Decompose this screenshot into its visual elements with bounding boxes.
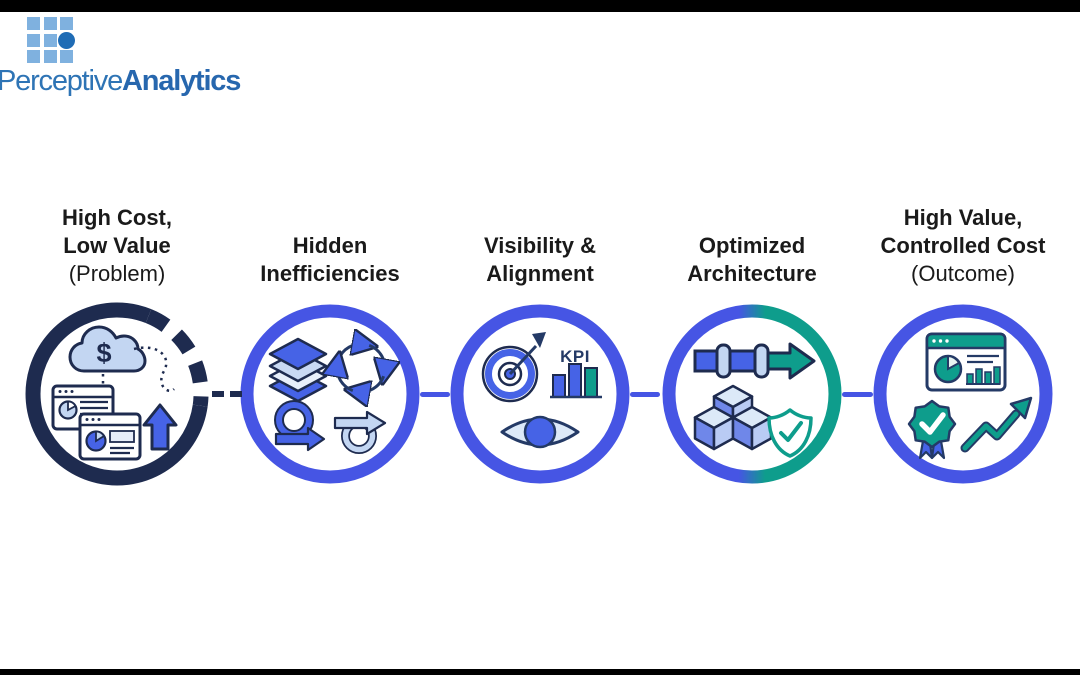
step-problem: High Cost, Low Value (Problem) $ bbox=[7, 196, 227, 487]
report-window-front-icon bbox=[78, 412, 142, 461]
logo-square bbox=[43, 17, 57, 30]
shield-check-icon bbox=[767, 408, 813, 458]
brand-logo: PerceptiveAnalytics bbox=[0, 12, 300, 112]
step-label-line: Hidden bbox=[292, 233, 368, 258]
step-hidden-inefficiencies: Hidden Inefficiencies bbox=[220, 196, 440, 484]
dotted-curve bbox=[133, 346, 175, 392]
up-arrow-icon bbox=[142, 403, 178, 451]
step-visibility-alignment: Visibility & Alignment KPI bbox=[430, 196, 650, 484]
gradient-ring bbox=[662, 304, 842, 484]
dashboard-icon bbox=[925, 332, 1007, 392]
target-dart-icon bbox=[481, 332, 546, 403]
logo-square bbox=[60, 50, 73, 63]
letterbox-top bbox=[0, 0, 1080, 12]
step-label-line: Alignment bbox=[486, 261, 594, 286]
logo-square bbox=[43, 33, 57, 47]
step-label-line: Inefficiencies bbox=[260, 261, 400, 286]
blue-ring bbox=[873, 304, 1053, 484]
kpi-bar-chart-icon: KPI bbox=[550, 347, 602, 399]
connector-problem-hidden bbox=[212, 391, 242, 397]
dollar-sign: $ bbox=[96, 338, 111, 368]
step-outcome-label: High Value, Controlled Cost (Outcome) bbox=[853, 196, 1073, 288]
optimized-architecture-circle bbox=[662, 304, 842, 484]
cubes-icon bbox=[693, 384, 773, 451]
sprint-loop-icon bbox=[274, 400, 326, 452]
connector-hidden-visibility bbox=[420, 391, 450, 397]
logo-square bbox=[60, 17, 73, 30]
hidden-inefficiencies-circle bbox=[240, 304, 420, 484]
step-label-line: Optimized bbox=[698, 233, 806, 258]
visibility-alignment-circle: KPI bbox=[450, 304, 630, 484]
step-visibility-alignment-label: Visibility & Alignment bbox=[430, 196, 650, 288]
problem-circle: $ bbox=[25, 302, 209, 486]
sprint-loop-light-icon bbox=[333, 410, 387, 454]
cloud-dollar-icon: $ bbox=[68, 325, 147, 373]
letterbox-bottom bbox=[0, 669, 1080, 675]
step-label-line: Visibility & bbox=[483, 233, 597, 258]
connector-visibility-architecture bbox=[630, 391, 660, 397]
step-label-subline: (Outcome) bbox=[911, 261, 1015, 286]
step-optimized-architecture: Optimized Architecture bbox=[642, 196, 862, 484]
brand-name-bold: Analytics bbox=[122, 65, 241, 97]
step-label-line: Low Value bbox=[63, 233, 171, 258]
logo-grid-icon bbox=[27, 17, 75, 63]
dashed-navy-ring bbox=[25, 302, 209, 486]
blue-ring bbox=[450, 304, 630, 484]
logo-square bbox=[27, 50, 40, 63]
step-hidden-inefficiencies-label: Hidden Inefficiencies bbox=[220, 196, 440, 288]
cycle-arrows-icon bbox=[337, 344, 385, 392]
logo-square bbox=[27, 33, 40, 47]
step-label-line: High Cost, bbox=[62, 205, 172, 230]
step-label-line: Controlled Cost bbox=[880, 233, 1046, 258]
logo-square bbox=[43, 50, 57, 63]
brand-name-regular: Perceptive bbox=[0, 65, 123, 97]
layers-icon bbox=[268, 337, 328, 403]
connector-architecture-outcome bbox=[842, 391, 873, 397]
step-label-line: High Value, bbox=[903, 205, 1023, 230]
growth-arrow-icon bbox=[960, 396, 1033, 453]
logo-dot-icon bbox=[58, 31, 75, 49]
logo-square bbox=[27, 17, 40, 30]
step-outcome: High Value, Controlled Cost (Outcome) bbox=[853, 196, 1073, 484]
brand-name: PerceptiveAnalytics bbox=[0, 65, 241, 98]
kpi-label: KPI bbox=[560, 347, 590, 366]
eye-icon bbox=[500, 415, 580, 449]
award-badge-icon bbox=[907, 399, 957, 460]
blue-ring bbox=[240, 304, 420, 484]
step-optimized-architecture-label: Optimized Architecture bbox=[642, 196, 862, 288]
pipeline-arrow-icon bbox=[693, 342, 816, 380]
step-problem-label: High Cost, Low Value (Problem) bbox=[7, 196, 227, 288]
outcome-circle bbox=[873, 304, 1053, 484]
step-label-line: Architecture bbox=[687, 261, 817, 286]
step-label-subline: (Problem) bbox=[68, 261, 166, 286]
